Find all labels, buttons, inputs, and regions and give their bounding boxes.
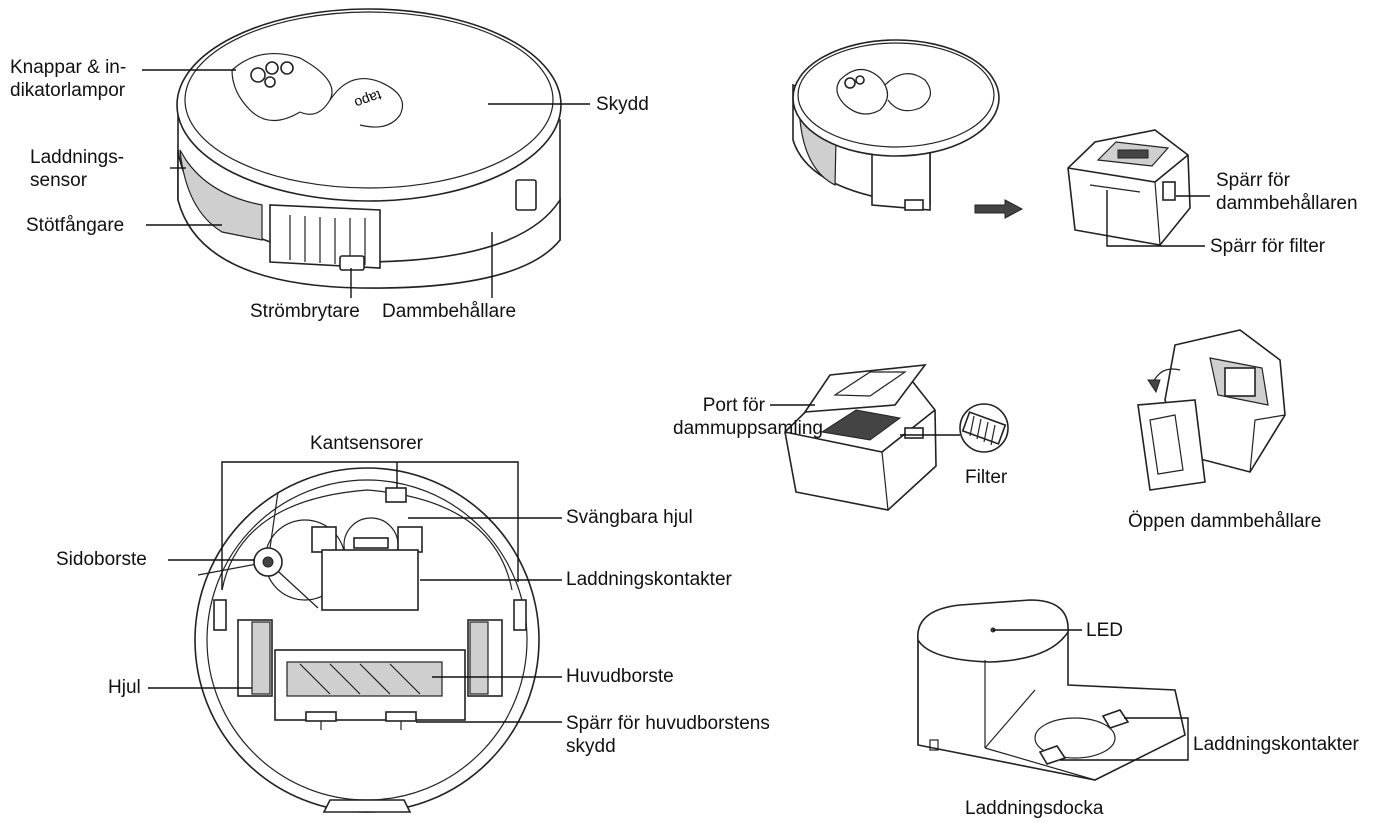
label-cover: Skydd: [596, 93, 649, 116]
main-brush: [287, 662, 442, 696]
label-buttons-indicators: Knappar & in-dikatorlampor: [10, 56, 126, 102]
label-open-bin: Öppen dammbehållare: [1128, 510, 1321, 533]
label-cliff-sensors: Kantsensorer: [310, 432, 423, 455]
label-main-brush: Huvudborste: [566, 665, 674, 688]
charge-contact-left: [312, 527, 336, 552]
label-dust-bin: Dammbehållare: [382, 300, 516, 323]
label-power-switch: Strömbrytare: [250, 300, 360, 323]
power-switch: [340, 256, 364, 270]
charge-contact-right: [398, 527, 422, 552]
label-side-brush: Sidoborste: [56, 548, 147, 571]
cliff-sensor: [386, 488, 406, 502]
label-filter: Filter: [965, 466, 1007, 489]
label-swivel-wheels: Svängbara hjul: [566, 506, 693, 529]
bin-latch: [516, 180, 536, 210]
arrow-icon: [975, 200, 1022, 218]
label-charging-contacts-robot: Laddningskontakter: [566, 568, 732, 591]
label-bumper: Stötfångare: [26, 214, 124, 237]
robot-underside: [148, 462, 562, 812]
label-charging-dock: Laddningsdocka: [965, 797, 1103, 820]
label-charging-contacts-dock: Laddningskontakter: [1193, 733, 1359, 756]
label-wheel: Hjul: [108, 676, 141, 699]
robot-top-view: tapo: [142, 9, 590, 298]
robot-bin-removed: [793, 40, 1210, 246]
label-filter-latch: Spärr för filter: [1210, 235, 1325, 258]
charging-dock: [918, 600, 1188, 780]
label-charging-sensor: Laddnings-sensor: [30, 146, 124, 192]
open-bin: [1138, 330, 1285, 490]
label-led: LED: [1086, 619, 1123, 642]
